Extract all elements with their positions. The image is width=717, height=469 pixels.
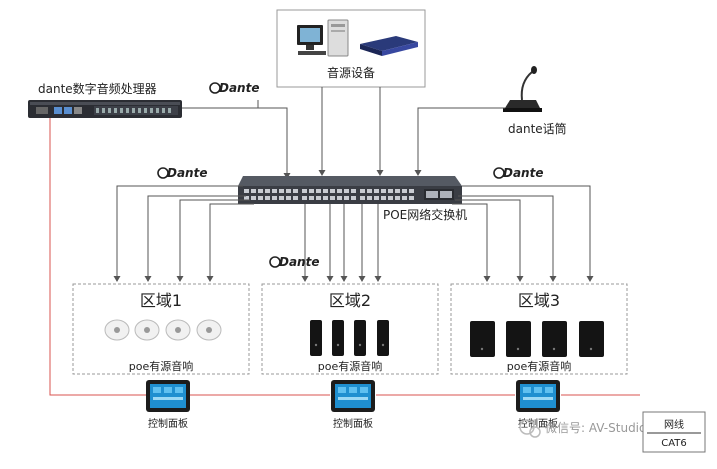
dante-logo-icon: Dante bbox=[209, 81, 259, 95]
processor-label: dante数字音频处理器 bbox=[38, 81, 157, 96]
network-switch-icon bbox=[238, 176, 462, 204]
computer-icon bbox=[297, 19, 349, 57]
zone-1-title: 区域1 bbox=[140, 291, 182, 310]
ceiling-speaker-icon bbox=[165, 319, 191, 341]
switch-label: POE网络交换机 bbox=[383, 207, 467, 222]
ceiling-speaker-icon bbox=[196, 319, 222, 341]
panel-2-label: 控制面板 bbox=[333, 417, 373, 430]
watermark-text: 微信号: AV-Studio bbox=[545, 421, 646, 435]
touch-panel-icon bbox=[146, 380, 190, 412]
box-speaker-icon bbox=[542, 321, 567, 357]
box-speaker-icon bbox=[506, 321, 531, 357]
rack-unit-icon bbox=[360, 36, 418, 56]
zone-3-speaker-label: poe有源音响 bbox=[507, 359, 571, 373]
box-speaker-icon bbox=[579, 321, 604, 357]
wechat-icon bbox=[519, 419, 541, 438]
dante-logo-text-4: Dante bbox=[279, 255, 319, 269]
zone-1-box bbox=[72, 283, 250, 375]
column-speaker-icon bbox=[377, 320, 389, 356]
zone-3-box bbox=[450, 283, 628, 375]
column-speaker-icon bbox=[354, 320, 366, 356]
dante-logo-icon: Dante bbox=[269, 255, 319, 269]
processor-device bbox=[28, 100, 182, 118]
column-speaker-icon bbox=[332, 320, 344, 356]
column-speaker-icon bbox=[310, 320, 322, 356]
dante-logo-text-2: Dante bbox=[167, 166, 207, 180]
zone-2-title: 区域2 bbox=[329, 291, 371, 310]
zone-connection-lines bbox=[113, 185, 594, 282]
legend-bottom-label: CAT6 bbox=[661, 438, 687, 449]
zone-2-speaker-label: poe有源音响 bbox=[318, 359, 382, 373]
source-box bbox=[276, 9, 426, 88]
cat6-red-line bbox=[49, 118, 640, 396]
mic-label: dante话筒 bbox=[508, 121, 567, 136]
dante-logo-icon: Dante bbox=[493, 166, 543, 180]
legend-box bbox=[642, 411, 706, 453]
panel-1-label: 控制面板 bbox=[148, 417, 188, 430]
ceiling-speaker-icon bbox=[104, 319, 130, 341]
connection-lines bbox=[182, 87, 505, 179]
zone-2-box bbox=[261, 283, 439, 375]
dante-logo-icon: Dante bbox=[157, 166, 207, 180]
ceiling-speaker-icon bbox=[134, 319, 160, 341]
box-speaker-icon bbox=[470, 321, 495, 357]
touch-panel-icon bbox=[516, 380, 560, 412]
zone-1-speaker-label: poe有源音响 bbox=[129, 359, 193, 373]
source-label: 音源设备 bbox=[327, 65, 375, 80]
gooseneck-mic-icon bbox=[503, 66, 542, 112]
legend-top-label: 网线 bbox=[664, 418, 684, 431]
dante-logo-text-3: Dante bbox=[503, 166, 543, 180]
dante-logo-text-1: Dante bbox=[219, 81, 259, 95]
zone-3-title: 区域3 bbox=[518, 291, 560, 310]
touch-panel-icon bbox=[331, 380, 375, 412]
